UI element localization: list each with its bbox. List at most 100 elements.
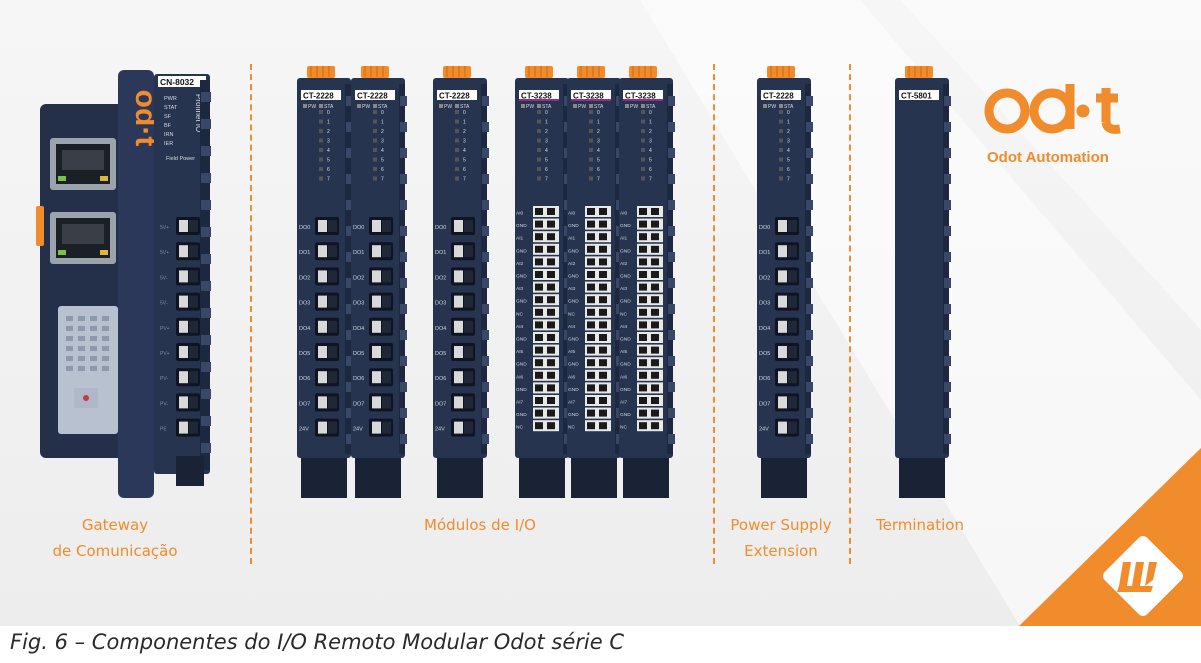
rib-notch: [346, 330, 353, 340]
channel-label: 6: [381, 167, 384, 173]
channel-label: 1: [545, 120, 548, 126]
rib-notch: [400, 330, 407, 340]
terminal-label: DO7: [435, 401, 446, 407]
model-label: CT-2228: [303, 92, 334, 101]
rib-notch: [201, 200, 211, 210]
channel-label: 0: [545, 110, 548, 116]
terminal-hole: [651, 296, 659, 304]
rib-notch: [400, 434, 407, 444]
module-rib: [399, 84, 405, 454]
model-label-bg: [158, 76, 206, 87]
gateway-led-label: IRN: [164, 132, 174, 138]
terminal-release: [179, 245, 188, 258]
led: [455, 167, 459, 171]
led: [589, 119, 593, 124]
terminal-hole: [382, 346, 391, 358]
terminal-hole: [547, 422, 555, 430]
rib-notch: [668, 356, 675, 366]
terminal-release: [372, 371, 381, 384]
model-label: CT-2228: [763, 92, 794, 101]
model-label-bg: [355, 90, 395, 100]
rib-notch: [668, 278, 675, 288]
terminal-label: GND: [516, 299, 527, 305]
terminal-hole: [382, 220, 391, 232]
terminal-hole: [639, 371, 647, 379]
terminal-label: GND: [568, 248, 579, 254]
rib-notch: [482, 434, 489, 444]
terminal-hole: [587, 258, 595, 266]
model-label: CT-2228: [439, 92, 470, 101]
terminal-hole: [328, 320, 337, 333]
terminal-label: DO4: [299, 326, 310, 332]
channel-label: 5: [649, 158, 652, 164]
terminal-hole: [651, 283, 659, 291]
terminal-hole: [599, 245, 607, 253]
terminal-release: [372, 270, 381, 283]
reset-led: [83, 395, 89, 401]
terminal-strip: [533, 281, 559, 293]
rib-notch: [400, 408, 407, 418]
terminal-release: [372, 245, 381, 258]
terminal-hole: [189, 295, 198, 308]
module-rib: [200, 80, 210, 470]
terminal-hole: [535, 283, 543, 291]
channel-label: 4: [463, 148, 466, 154]
terminal-label: NC: [516, 425, 523, 431]
terminal-hole: [328, 396, 337, 409]
model-label-bg: [571, 90, 611, 100]
terminal-label: DO3: [353, 301, 364, 307]
label-power-supply-line1: Power Supply: [730, 516, 832, 534]
channel-label: 5: [787, 158, 790, 164]
terminal-release: [318, 245, 327, 258]
terminal-hole: [599, 220, 607, 228]
led: [537, 110, 541, 114]
channel-label: 0: [381, 110, 384, 116]
rib-notch: [668, 122, 675, 132]
terminal-strip: [533, 294, 559, 306]
terminal-release: [778, 371, 787, 384]
terminal-hole: [599, 397, 607, 404]
terminal-label: GND: [568, 274, 579, 280]
channel-label: 7: [463, 177, 466, 183]
terminal-hole: [587, 308, 595, 316]
terminal-label: GND: [568, 337, 579, 343]
rib-notch: [806, 356, 813, 366]
led: [303, 104, 307, 108]
terminal-hole: [587, 346, 595, 354]
rib-notch: [201, 281, 211, 291]
rib-notch: [400, 200, 407, 210]
led: [537, 138, 541, 143]
model-label-stripe: [623, 99, 663, 101]
module-body: [895, 78, 949, 458]
terminal-release: [454, 346, 463, 358]
rib-notch: [944, 200, 951, 210]
terminal-hole: [651, 346, 659, 354]
terminal-label: GND: [516, 387, 527, 393]
gateway-model: CN-8032: [160, 77, 194, 87]
terminal-hole: [464, 270, 473, 283]
terminal-hole: [464, 220, 473, 232]
terminal-hole: [651, 233, 659, 241]
rib-notch: [482, 200, 489, 210]
led: [641, 157, 645, 162]
terminal-hole: [464, 320, 473, 333]
rib-notch: [806, 200, 813, 210]
connector-pin: [90, 336, 97, 341]
channel-label: 6: [597, 167, 600, 173]
rib-notch: [201, 227, 211, 237]
connector-pin: [66, 316, 73, 321]
terminal-strip: [585, 395, 611, 406]
connector-pin: [102, 356, 109, 361]
connector-pin: [66, 366, 73, 371]
terminal-strip: [585, 369, 611, 381]
brand-name: Odot Automation: [987, 149, 1109, 166]
terminal-label: DO1: [353, 250, 364, 256]
terminal-label: AI6: [516, 374, 524, 380]
model-label-stripe: [519, 99, 559, 101]
terminal-label: GND: [620, 248, 631, 254]
connector-pin: [90, 316, 97, 321]
rib-notch: [668, 330, 675, 340]
terminal-hole: [535, 397, 543, 404]
